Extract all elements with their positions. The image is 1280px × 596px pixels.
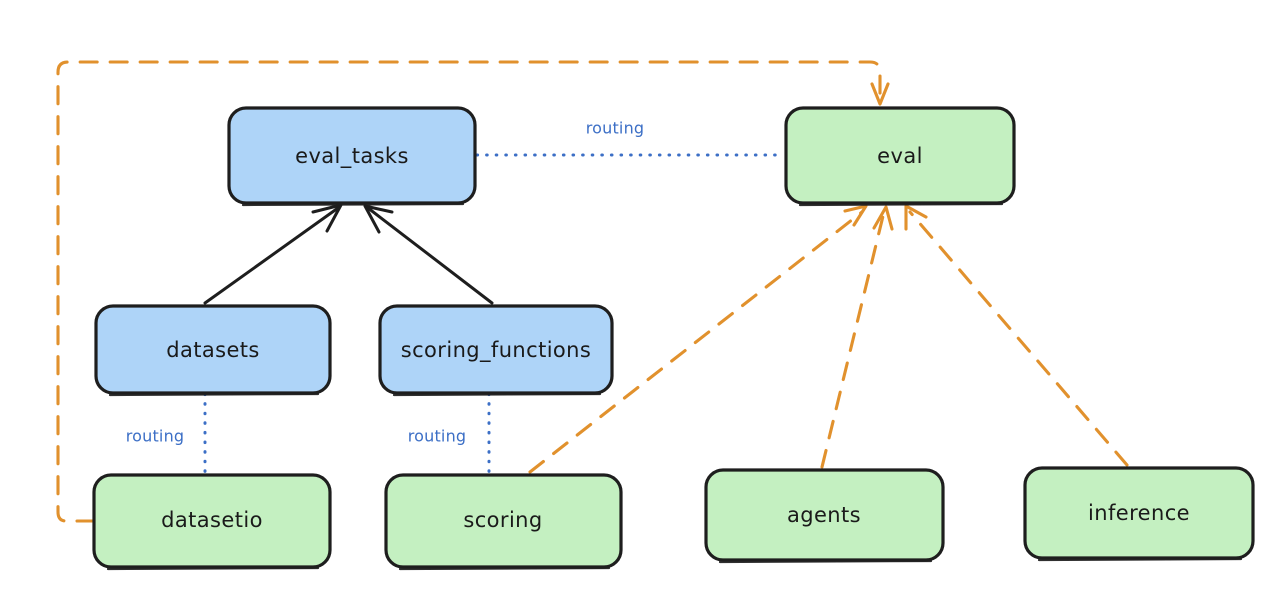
node-eval-label: eval (877, 144, 923, 168)
edges-layer (56, 60, 1129, 523)
edge-scoring-eval-arrowhead (843, 204, 868, 227)
node-eval-tasks-box (227, 106, 477, 205)
edge-datasetio-eval[interactable] (56, 60, 890, 523)
edge-inference-eval[interactable] (904, 204, 1129, 467)
edge-labels-layer: routing routing routing (126, 119, 645, 446)
node-datasetio-label: datasetio (161, 508, 263, 532)
edge-label-routing-datasetio: routing (126, 427, 185, 446)
node-scoring-box (384, 473, 623, 569)
edge-scoring-functions-eval-tasks-arrowhead (363, 204, 394, 234)
edge-label-routing-eval: routing (586, 119, 645, 138)
node-scoring-functions-label: scoring_functions (401, 338, 591, 363)
node-datasets[interactable]: datasets (94, 304, 332, 397)
node-eval[interactable]: eval (784, 106, 1016, 207)
edge-label-routing-scoring: routing (408, 427, 467, 446)
edge-scoring-eval-line (528, 210, 864, 474)
edge-scoring-functions-eval-tasks[interactable] (363, 204, 494, 305)
node-datasetio-box (92, 473, 332, 569)
node-datasets-label: datasets (166, 338, 260, 362)
node-scoring[interactable]: scoring (384, 473, 623, 571)
edge-datasetio-eval-line (56, 60, 882, 523)
node-agents[interactable]: agents (704, 468, 945, 564)
edge-scoring-eval[interactable] (528, 204, 868, 474)
edge-agents-eval-arrowhead (872, 205, 894, 231)
node-eval-tasks-label: eval_tasks (295, 144, 409, 169)
edge-agents-eval-line (820, 210, 886, 469)
edge-scoring-functions-eval-tasks-line (366, 206, 494, 305)
node-eval-box (784, 106, 1016, 205)
edge-datasets-eval-tasks-line (203, 206, 340, 305)
edge-datasets-eval-tasks[interactable] (203, 203, 343, 305)
node-datasetio[interactable]: datasetio (92, 473, 332, 571)
nodes-layer: eval_tasks eval datasets scoring_functio… (92, 106, 1255, 571)
node-scoring-functions[interactable]: scoring_functions (378, 304, 614, 397)
edge-inference-eval-line (908, 210, 1129, 467)
node-inference-box (1023, 466, 1255, 560)
node-inference-label: inference (1088, 501, 1190, 525)
node-agents-box (704, 468, 945, 562)
node-scoring-label: scoring (463, 508, 542, 532)
node-inference[interactable]: inference (1023, 466, 1255, 562)
node-agents-label: agents (787, 503, 861, 527)
node-datasets-box (94, 304, 332, 395)
edge-datasetio-eval-arrowhead (870, 82, 890, 106)
node-scoring-functions-box (378, 304, 614, 395)
edge-agents-eval[interactable] (820, 205, 894, 469)
node-eval-tasks[interactable]: eval_tasks (227, 106, 477, 207)
edge-inference-eval-arrowhead (904, 204, 928, 231)
